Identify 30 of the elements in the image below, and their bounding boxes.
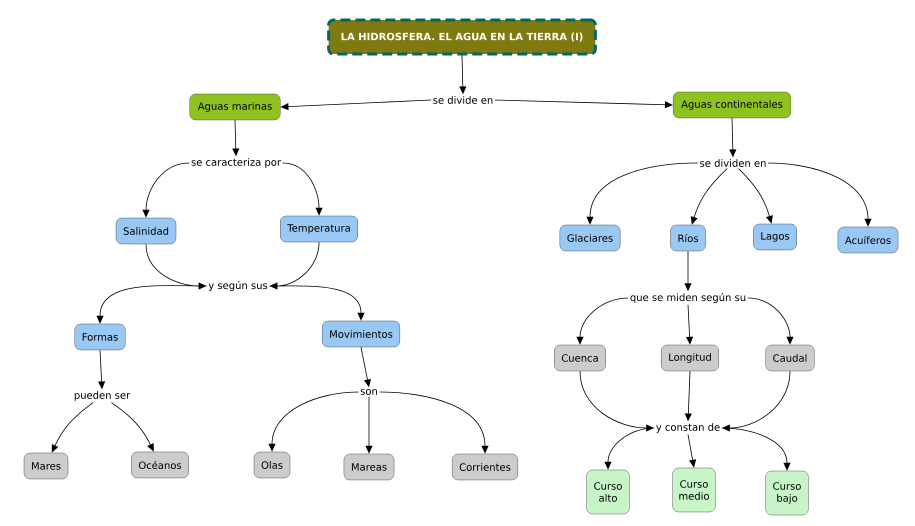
concept-box: Lagos bbox=[753, 224, 797, 250]
linking-phrase: y según sus bbox=[206, 279, 270, 293]
concept-box: Mareas bbox=[344, 454, 394, 480]
concept-box: Salinidad bbox=[116, 218, 176, 244]
concept-box: Curso bajo bbox=[765, 470, 809, 516]
concept-box: Mares bbox=[24, 452, 68, 480]
linking-phrase: se caracteriza por bbox=[190, 156, 282, 170]
concept-box: Aguas marinas bbox=[190, 94, 280, 120]
concept-box: Temperatura bbox=[280, 216, 358, 242]
concept-box: Movimientos bbox=[322, 320, 400, 348]
concept-box: Curso alto bbox=[586, 470, 630, 514]
concept-box: Acuíferos bbox=[838, 226, 898, 254]
title-box: LA HIDROSFERA. EL AGUA EN LA TIERRA (I) bbox=[327, 18, 597, 56]
concept-box: Aguas continentales bbox=[672, 92, 792, 118]
concept-box: Olas bbox=[254, 452, 290, 478]
concept-box: Ríos bbox=[670, 224, 706, 252]
linking-phrase: y constan de bbox=[654, 422, 722, 434]
concept-box: Formas bbox=[74, 324, 126, 350]
concept-box: Glaciares bbox=[560, 224, 620, 252]
concept-box: Océanos bbox=[131, 452, 189, 478]
concept-box: Curso medio bbox=[672, 468, 716, 512]
linking-phrase: son bbox=[358, 388, 380, 396]
concept-box: Longitud bbox=[661, 344, 719, 372]
linking-phrase: que se miden según su bbox=[628, 291, 748, 305]
linking-phrase: se dividen en bbox=[698, 158, 768, 168]
concept-box: Corrientes bbox=[452, 454, 518, 480]
linking-phrase: pueden ser bbox=[72, 390, 132, 402]
concept-box: Cuenca bbox=[554, 344, 606, 372]
concept-box: Caudal bbox=[765, 344, 815, 372]
linking-phrase: se divide en bbox=[431, 94, 495, 106]
